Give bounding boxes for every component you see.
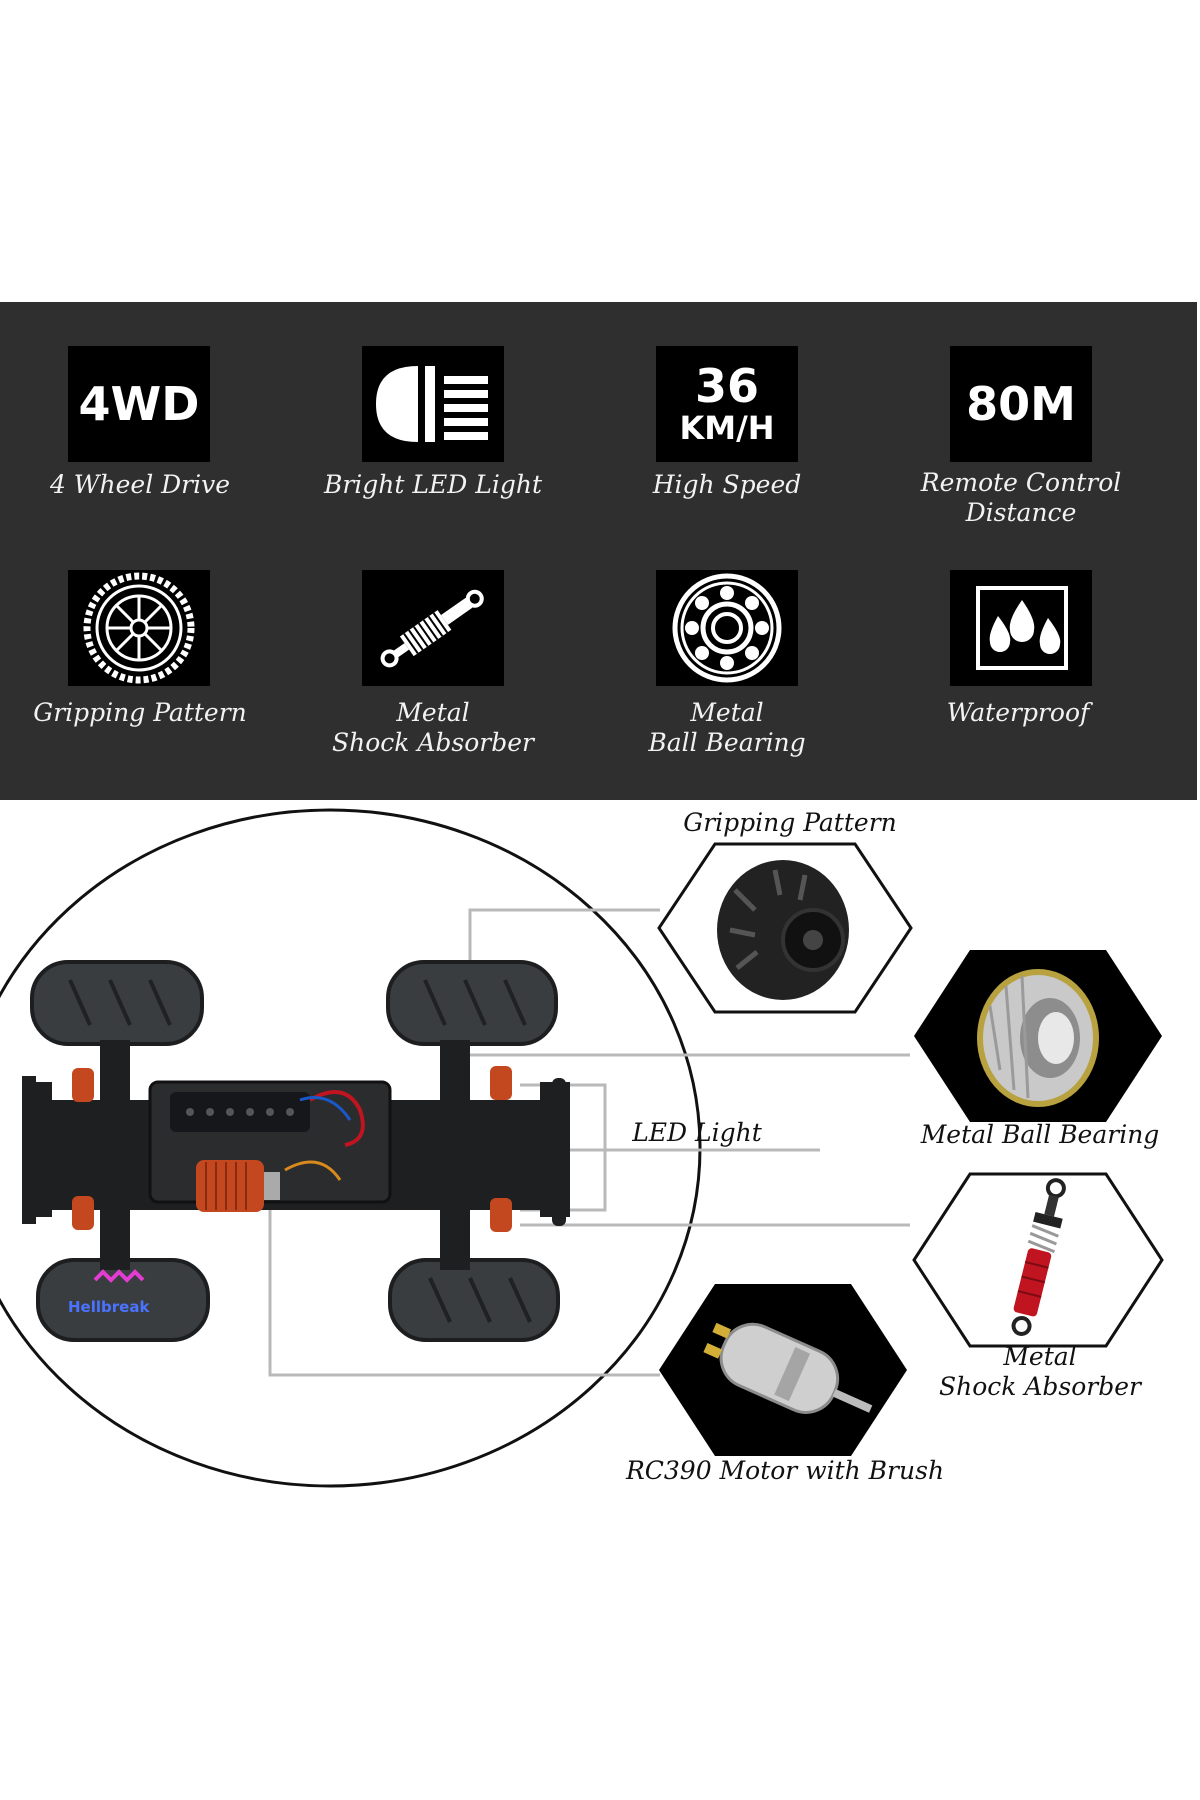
4wd-badge-icon: 4WD — [68, 346, 210, 462]
ball-bearing-icon — [656, 570, 798, 686]
chassis-diagram — [0, 808, 910, 1488]
part-label-gripping: Gripping Pattern — [683, 808, 897, 837]
part-label-led: LED Light — [632, 1118, 762, 1147]
features-panel: 4WD 4 Wheel Drive Bright LED Light 36 KM… — [0, 302, 1197, 800]
part-label-shock: Metal Shock Absorber — [938, 1342, 1141, 1401]
motor-image — [703, 1322, 873, 1414]
chassis-frame-circle — [0, 808, 702, 1488]
feature-label-grip: Gripping Pattern — [33, 698, 247, 727]
part-label-motor: RC390 Motor with Brush — [625, 1456, 945, 1485]
shock-absorber-icon — [362, 570, 504, 686]
shock-hexagon — [912, 1172, 1164, 1348]
bearing-hexagon — [914, 950, 1162, 1122]
shock-image — [1011, 1178, 1066, 1336]
tire-icon — [68, 570, 210, 686]
speed-badge-unit: KM/H — [679, 409, 775, 447]
motor-hexagon — [659, 1284, 907, 1456]
brand-logo — [93, 1269, 145, 1283]
distance-badge-text: 80M — [966, 377, 1076, 431]
led-headlight-icon — [362, 346, 504, 462]
water-drops-icon — [950, 570, 1092, 686]
feature-label-waterproof: Waterproof — [946, 698, 1090, 727]
wheel-front-left — [30, 960, 204, 1046]
feature-label-bearing: Metal Ball Bearing — [648, 698, 806, 757]
speed-badge-number: 36 — [694, 359, 759, 413]
brand-logo-text: Hellbreak — [68, 1298, 150, 1316]
feature-label-distance: Remote Control Distance — [920, 468, 1122, 527]
speed-badge-icon: 36 KM/H — [656, 346, 798, 462]
feature-label-speed: High Speed — [652, 470, 802, 499]
wheel-front-right — [386, 960, 558, 1046]
gripping-hexagon — [657, 842, 913, 1014]
distance-badge-icon: 80M — [950, 346, 1092, 462]
feature-label-4wd: 4 Wheel Drive — [49, 470, 231, 499]
feature-label-shock: Metal Shock Absorber — [331, 698, 534, 757]
part-label-bearing: Metal Ball Bearing — [920, 1120, 1160, 1149]
wheel-rear-right — [388, 1258, 560, 1342]
4wd-badge-text: 4WD — [78, 377, 200, 431]
rc-car-chassis — [22, 960, 570, 1342]
feature-label-led: Bright LED Light — [323, 470, 542, 499]
battery-pack — [170, 1092, 310, 1132]
